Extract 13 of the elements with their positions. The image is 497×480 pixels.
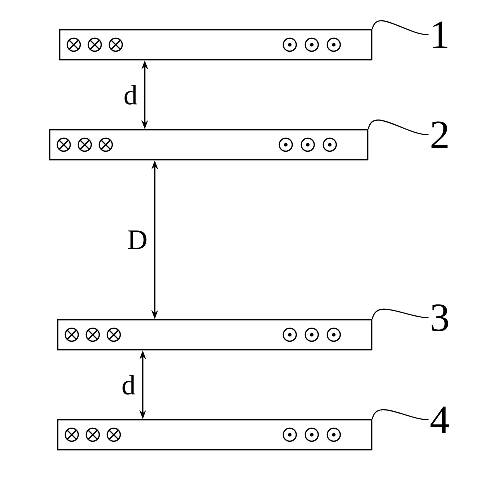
edge-label: d bbox=[124, 85, 138, 105]
edge-label: d bbox=[122, 375, 136, 395]
part-number: 1 bbox=[434, 22, 448, 48]
conductor-strip-drawing bbox=[57, 419, 373, 451]
part-number: 3 bbox=[432, 304, 448, 332]
leader-line bbox=[372, 409, 429, 421]
conductor-strip-drawing bbox=[49, 129, 369, 161]
conductor-strip-drawing bbox=[57, 319, 373, 351]
part-number: 4 bbox=[430, 406, 450, 434]
part-number: 2 bbox=[432, 122, 448, 148]
conductor-strip-drawing bbox=[59, 29, 373, 61]
leader-line bbox=[372, 308, 429, 320]
edge-label: D bbox=[128, 230, 147, 250]
